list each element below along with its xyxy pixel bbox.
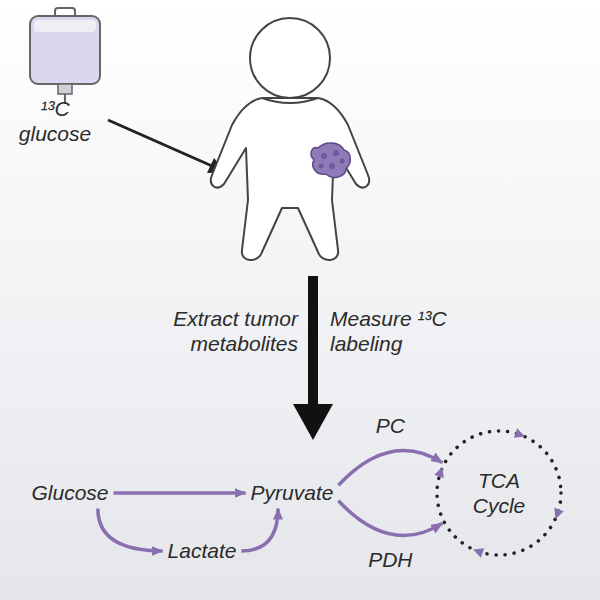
flux-arrow: [241, 509, 278, 551]
metabolite-name: Lactate: [168, 538, 237, 563]
metabolite-name: TCA Cycle: [464, 468, 534, 518]
flux-arrow: [98, 509, 163, 551]
metabolite-node: Pyruvate: [246, 477, 339, 508]
metabolite-name: Glucose: [31, 480, 108, 505]
iv-bag: [30, 8, 100, 104]
child-figure: [211, 18, 369, 260]
enzyme-label: PC: [376, 413, 405, 438]
annotation-label: Extract tumor metabolites: [140, 306, 298, 356]
metabolite-node: Glucose: [26, 477, 113, 508]
annotation-label: Measure ¹³C labeling: [330, 306, 480, 356]
process-arrow: [293, 276, 333, 440]
cycle-node: TCA Cycle: [433, 427, 565, 559]
cycle-outline: [433, 427, 565, 559]
metabolite-node: Lactate: [163, 535, 242, 566]
metabolite-name: Pyruvate: [251, 480, 334, 505]
flux-arrow: [338, 450, 442, 485]
enzyme-label: PDH: [368, 547, 412, 572]
flux-arrow: [338, 501, 442, 536]
infusion-arrow: [108, 120, 226, 173]
tumor: [311, 143, 350, 177]
annotation-label: ¹³C glucose: [10, 96, 100, 146]
flux-arrow: [114, 491, 246, 495]
